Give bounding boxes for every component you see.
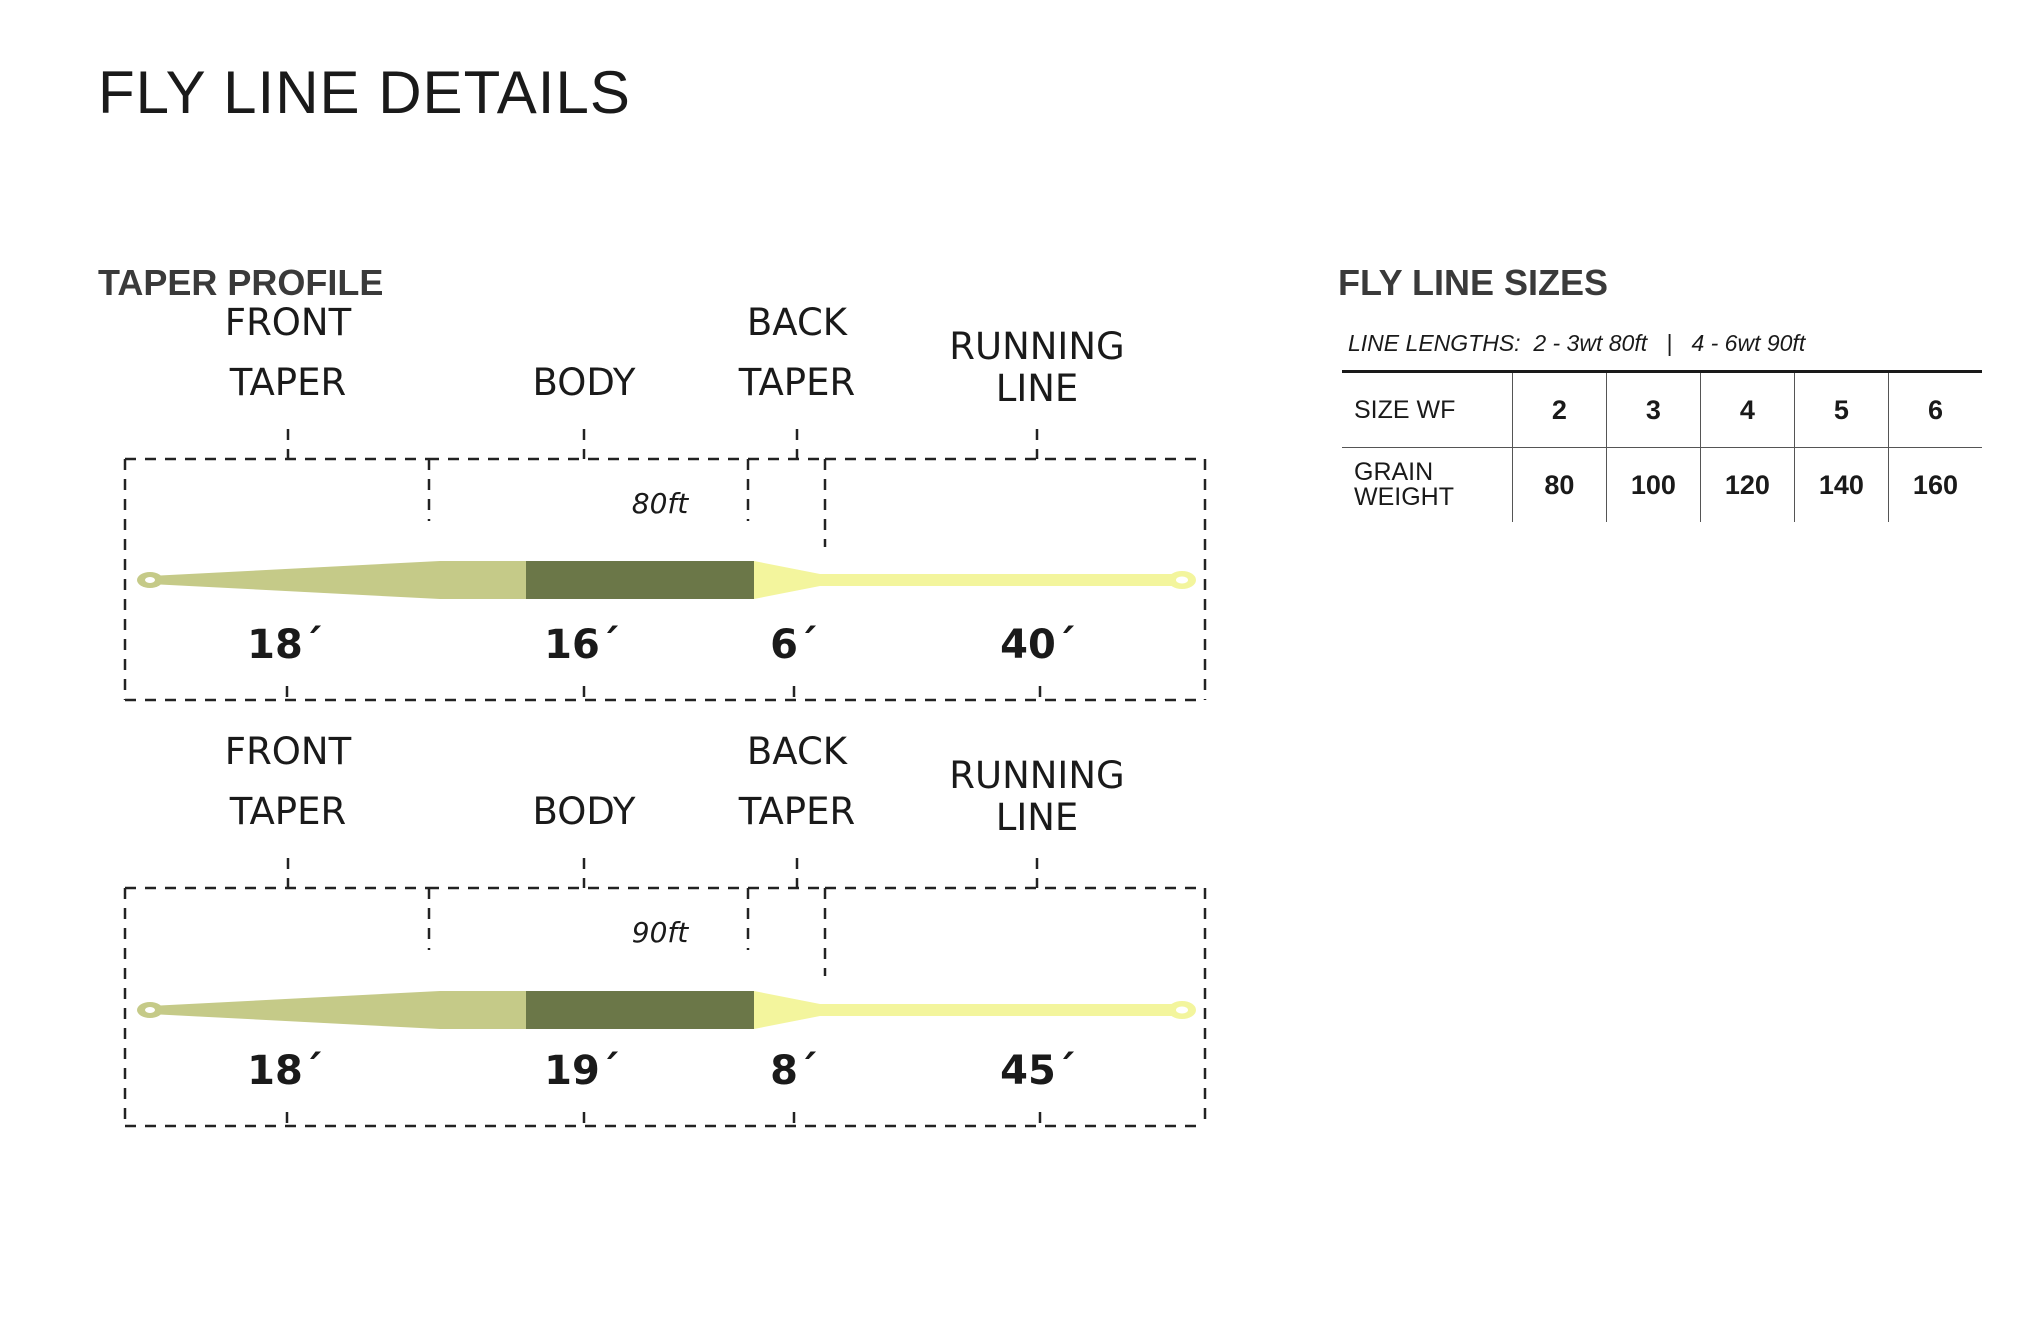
section-label-line2: TAPER <box>738 361 855 404</box>
section-label-line2: TAPER <box>229 361 346 404</box>
taper-profile-title: TAPER PROFILE <box>98 262 384 303</box>
front-loop-eye <box>145 1007 155 1013</box>
section-label-line2: TAPER <box>738 790 855 833</box>
front-taper-segment <box>150 991 526 1029</box>
section-label-line1: RUNNING <box>949 754 1124 797</box>
size-cell: 5 <box>1793 371 1889 448</box>
line-lengths-separator: | <box>1666 330 1673 356</box>
line-lengths-note: LINE LENGTHS: 2 - 3wt 80ft | 4 - 6wt 90f… <box>1348 330 1805 357</box>
front-taper-segment <box>150 561 526 599</box>
running-line-segment <box>754 561 1180 599</box>
grain-weight-cell: 80 <box>1511 447 1607 522</box>
section-label-line1: BACK <box>747 730 849 773</box>
size-cell: 3 <box>1605 371 1701 448</box>
section-length: 45´ <box>1000 1048 1076 1094</box>
section-label-line2: LINE <box>996 796 1079 839</box>
section-label-line2: BODY <box>533 790 636 833</box>
grain-weight-cell: 160 <box>1887 447 1982 522</box>
size-cell: 2 <box>1511 371 1607 448</box>
rear-loop-eye <box>1176 1006 1188 1014</box>
grain-weight-cell: 120 <box>1699 447 1795 522</box>
section-label-line1: RUNNING <box>949 325 1124 368</box>
grain-weight-cell: 140 <box>1793 447 1889 522</box>
body-segment <box>526 561 754 599</box>
size-row-header: SIZE WF <box>1342 371 1513 448</box>
body-segment <box>526 991 754 1029</box>
front-loop-eye <box>145 577 155 583</box>
section-length: 6´ <box>770 622 818 668</box>
total-length-label: 80ft <box>632 487 689 520</box>
taper-diagram-2: 90ft FRONT TAPER 18´ BODY 19´ BACK TAPER 8´ RUNNI… <box>123 730 1207 1128</box>
taper-diagram-1: 80ft FRONT TAPER 18´ BODY 16´ BACK TAPER 6´ RUNNI… <box>123 301 1207 702</box>
total-length-label: 90ft <box>632 916 689 949</box>
section-label-line1: FRONT <box>225 730 352 773</box>
size-row: SIZE WF 2 3 4 5 6 <box>1342 371 1982 448</box>
grain-weight-row: GRAIN WEIGHT 80 100 120 140 160 <box>1342 447 1982 523</box>
section-label-line1: BACK <box>747 301 849 344</box>
line-lengths-4-6wt: 4 - 6wt 90ft <box>1691 330 1806 356</box>
size-cell: 6 <box>1887 371 1982 448</box>
section-length: 18´ <box>247 622 323 668</box>
grain-weight-header-text: GRAIN WEIGHT <box>1354 458 1454 511</box>
fly-line-sizes-title: FLY LINE SIZES <box>1338 262 1609 303</box>
size-cell: 4 <box>1699 371 1795 448</box>
fly-line-sizes-table: SIZE WF 2 3 4 5 6 GRAIN WEIGHT 80 100 12… <box>1342 370 1982 522</box>
grain-weight-row-header: GRAIN WEIGHT <box>1342 448 1512 523</box>
section-label-line2: TAPER <box>229 790 346 833</box>
section-label-line2: LINE <box>996 367 1079 410</box>
line-lengths-label: LINE LENGTHS: <box>1348 330 1521 356</box>
page-title: FLY LINE DETAILS <box>98 59 631 126</box>
section-label-line1: FRONT <box>225 301 352 344</box>
running-line-segment <box>754 991 1180 1029</box>
section-length: 8´ <box>770 1048 818 1094</box>
section-length: 18´ <box>247 1048 323 1094</box>
section-length: 16´ <box>544 622 620 668</box>
section-length: 40´ <box>1000 622 1076 668</box>
rear-loop-eye <box>1176 576 1188 584</box>
section-length: 19´ <box>544 1048 620 1094</box>
grain-weight-cell: 100 <box>1605 447 1701 522</box>
section-label-line2: BODY <box>533 361 636 404</box>
line-lengths-2-3wt: 2 - 3wt 80ft <box>1533 330 1648 356</box>
